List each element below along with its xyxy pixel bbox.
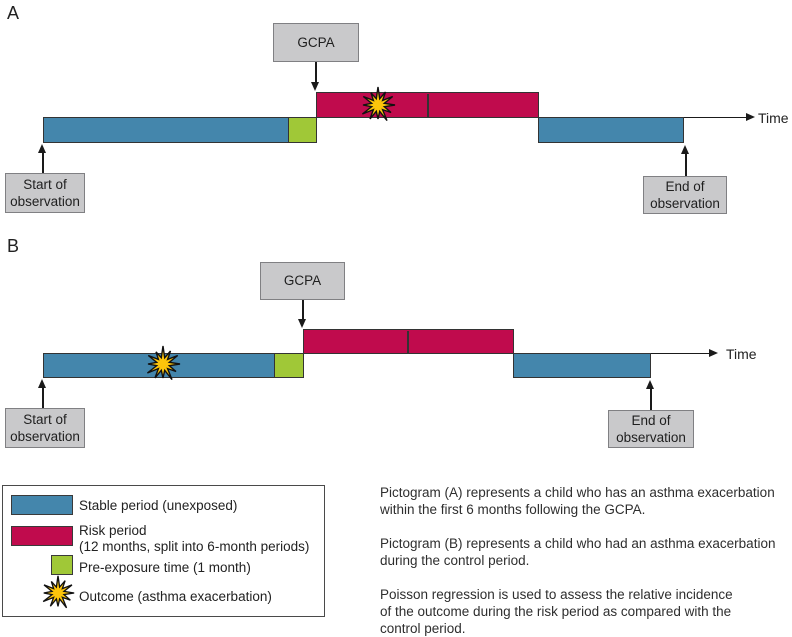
start-arrow-line-b [42, 387, 44, 408]
caption-paragraph-poisson: Poisson regression is used to assess the… [380, 587, 733, 636]
time-arrowhead-a [746, 113, 755, 121]
outcome-star-icon-a [358, 85, 398, 125]
legend-label-risk: Risk period [79, 523, 147, 538]
end-arrow-line-b [650, 388, 652, 410]
caption-paragraph-b: Pictogram (B) represents a child who had… [380, 536, 776, 568]
outcome-star-icon-legend [39, 574, 77, 612]
end-arrowhead-a [681, 145, 689, 154]
outcome-star-icon-b [143, 344, 183, 384]
gcpa-arrowhead-b [298, 319, 306, 328]
time-label-a: Time [758, 110, 789, 126]
end-observation-label-b: End of observation [616, 412, 686, 445]
gcpa-arrow-line-b [302, 300, 304, 320]
pictogram-b-label: B [7, 236, 20, 256]
gcpa-box-b: GCPA [260, 262, 345, 300]
gcpa-label-a: GCPA [297, 34, 335, 50]
end-observation-box-a: End of observation [643, 176, 727, 214]
gcpa-arrowhead-a [311, 82, 319, 91]
pre-exposure-bar-b [274, 353, 304, 378]
gcpa-arrow-line-a [315, 62, 317, 83]
caption-text: Pictogram (A) represents a child who has… [380, 484, 785, 637]
risk-bar-divider-b [407, 330, 409, 353]
risk-period-swatch [11, 526, 73, 546]
start-observation-label-b: Start of observation [10, 411, 80, 444]
start-observation-label-a: Start of observation [10, 176, 80, 209]
pre-exposure-swatch [51, 555, 73, 575]
stable-bar-a-right [538, 117, 684, 143]
risk-bar-b [303, 329, 514, 354]
legend-box: Stable period (unexposed) Risk period (1… [2, 485, 325, 617]
legend-label-risk-detail: (12 months, split into 6-month periods) [79, 539, 310, 554]
legend-label-stable: Stable period (unexposed) [79, 498, 238, 513]
start-arrowhead-b [38, 379, 46, 388]
stable-bar-a-left [43, 117, 289, 143]
time-label-b: Time [726, 346, 757, 362]
time-arrowhead-b [709, 349, 718, 357]
start-observation-box-a: Start of observation [5, 173, 85, 213]
gcpa-label-b: GCPA [283, 273, 322, 289]
end-arrow-line-a [685, 153, 687, 176]
end-observation-label-a: End of observation [650, 178, 720, 211]
stable-bar-b-right [513, 353, 651, 378]
caption-paragraph-a: Pictogram (A) represents a child who has… [380, 485, 775, 517]
stable-period-swatch [11, 495, 73, 515]
start-observation-box-b: Start of observation [5, 408, 85, 448]
start-arrow-line-a [42, 152, 44, 173]
end-observation-box-b: End of observation [608, 410, 694, 448]
pre-exposure-bar-a [288, 117, 317, 143]
pictogram-a-label: A [7, 3, 20, 23]
legend-label-outcome: Outcome (asthma exacerbation) [79, 589, 272, 604]
gcpa-box-a: GCPA [273, 23, 359, 62]
risk-bar-divider-a [427, 93, 429, 117]
legend-label-pre-exposure: Pre-exposure time (1 month) [79, 560, 251, 575]
start-arrowhead-a [38, 144, 46, 153]
end-arrowhead-b [646, 380, 654, 389]
